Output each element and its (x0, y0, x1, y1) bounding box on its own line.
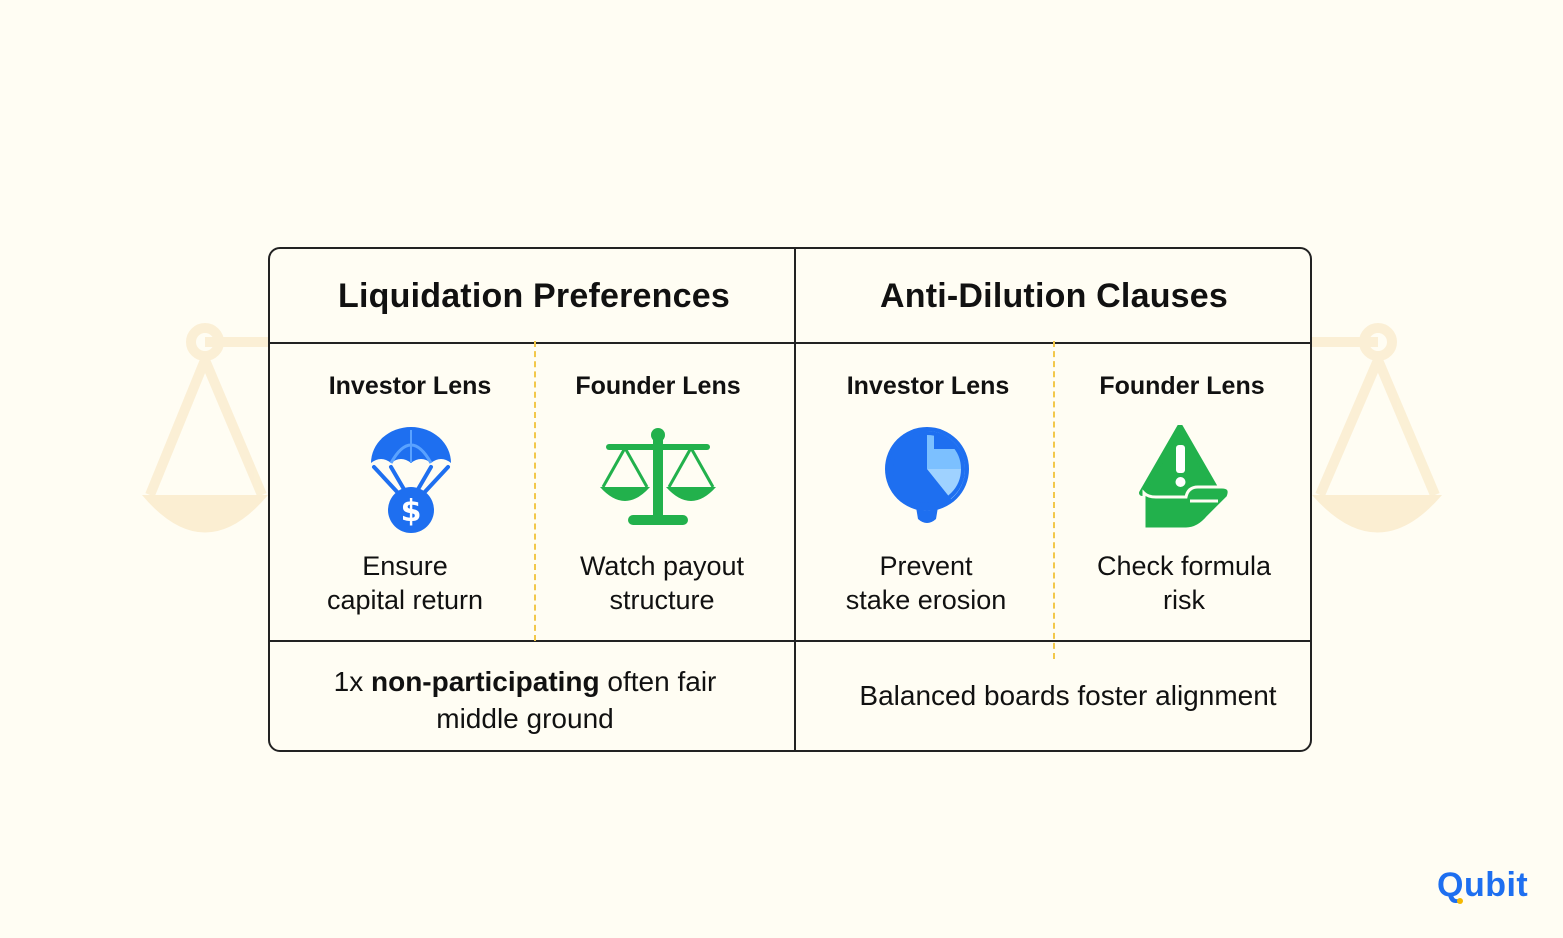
lens-label-anti-founder: Founder Lens (1099, 372, 1265, 400)
footer-anti-dilution-note: Balanced boards foster alignment (859, 680, 1277, 711)
column-divider (794, 249, 796, 750)
pie-chart-pin-icon (885, 427, 969, 523)
lens-label-liq-founder: Founder Lens (575, 372, 741, 400)
desc-liq-founder: Watch payout structure (579, 551, 745, 615)
parachute-dollar-icon: $ (371, 427, 451, 533)
desc-anti-founder: Check formula risk (1096, 551, 1272, 615)
lens-divider-right (1053, 341, 1055, 659)
comparison-table: Liquidation Preferences Anti-Dilution Cl… (268, 247, 1312, 752)
lens-label-anti-investor: Investor Lens (846, 372, 1010, 400)
logo-dot (1457, 898, 1463, 904)
balance-scale-icon (600, 428, 716, 525)
footer-divider (270, 640, 1310, 642)
header-divider (270, 342, 1310, 344)
desc-anti-investor: Prevent stake erosion (845, 551, 1007, 615)
warning-hand-icon (1139, 425, 1231, 531)
qubit-logo: Qubit (1437, 866, 1529, 904)
lens-divider-left (534, 341, 536, 641)
desc-liq-investor: Ensure capital return (326, 551, 484, 615)
header-anti-dilution-clauses: Anti-Dilution Clauses (880, 277, 1228, 315)
lens-label-liq-investor: Investor Lens (328, 372, 492, 400)
header-liquidation-preferences: Liquidation Preferences (338, 277, 730, 315)
svg-text:$: $ (401, 494, 422, 529)
footer-liquidation-note: 1x non-participating often fair middle g… (333, 666, 717, 734)
